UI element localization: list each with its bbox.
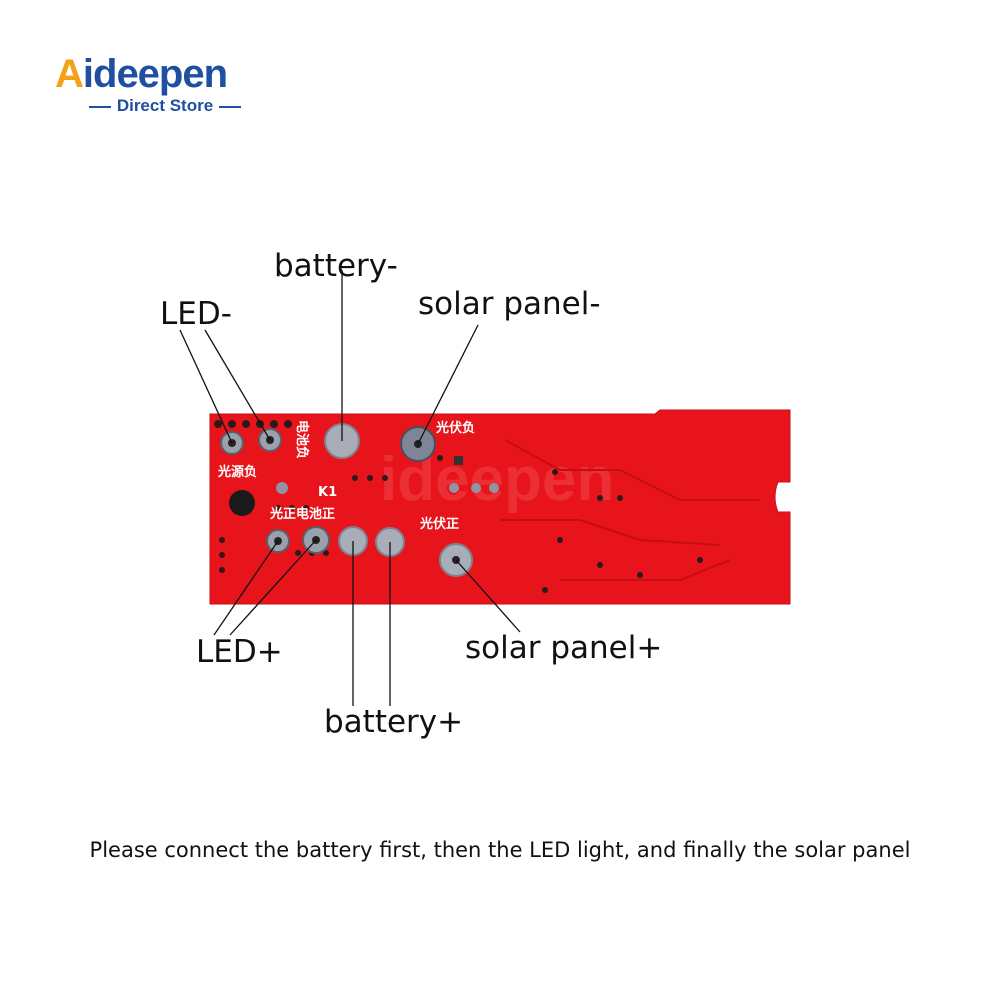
silk-light-battery-pos: 光正电池正 <box>269 506 335 522</box>
pcb-traces <box>500 439 760 581</box>
callout-solar-pos <box>455 559 521 633</box>
silk-pv-pos: 光伏正 <box>419 516 459 532</box>
callout-led-neg-1 <box>179 329 233 444</box>
wiring-instruction: Please connect the battery first, then t… <box>89 838 911 862</box>
label-battery-neg: battery- <box>274 248 398 284</box>
silk-pv-neg: 光伏负 <box>435 420 475 436</box>
brand-name-rest: ideepen <box>82 52 228 96</box>
callout-solar-neg <box>417 324 479 445</box>
mounting-hole <box>229 490 255 516</box>
silk-battery-neg: 电池负 <box>294 420 310 459</box>
callout-led-pos-2 <box>229 539 317 636</box>
subtitle-divider-right <box>219 105 242 108</box>
label-solar-panel-pos: solar panel+ <box>465 630 663 666</box>
subtitle-divider-left <box>88 105 111 108</box>
label-led-neg: LED- <box>160 296 232 332</box>
label-solar-panel-neg: solar panel- <box>418 286 601 322</box>
callout-led-pos-1 <box>213 540 279 636</box>
callout-led-neg-2 <box>204 329 271 441</box>
silk-k1: K1 <box>318 485 337 500</box>
brand-logo: Aideepen Direct Store <box>55 52 280 120</box>
small-components <box>276 456 499 494</box>
silk-light-source-neg: 光源负 <box>217 464 257 480</box>
label-battery-pos: battery+ <box>324 704 464 740</box>
brand-subtitle-row: Direct Store <box>55 96 275 116</box>
pin-holes <box>214 420 703 593</box>
label-led-pos: LED+ <box>196 634 283 670</box>
brand-name: Aideepen <box>55 52 228 96</box>
brand-subtitle: Direct Store <box>116 96 214 115</box>
brand-name-prefix: A <box>55 52 84 96</box>
callout-lines <box>179 270 521 706</box>
